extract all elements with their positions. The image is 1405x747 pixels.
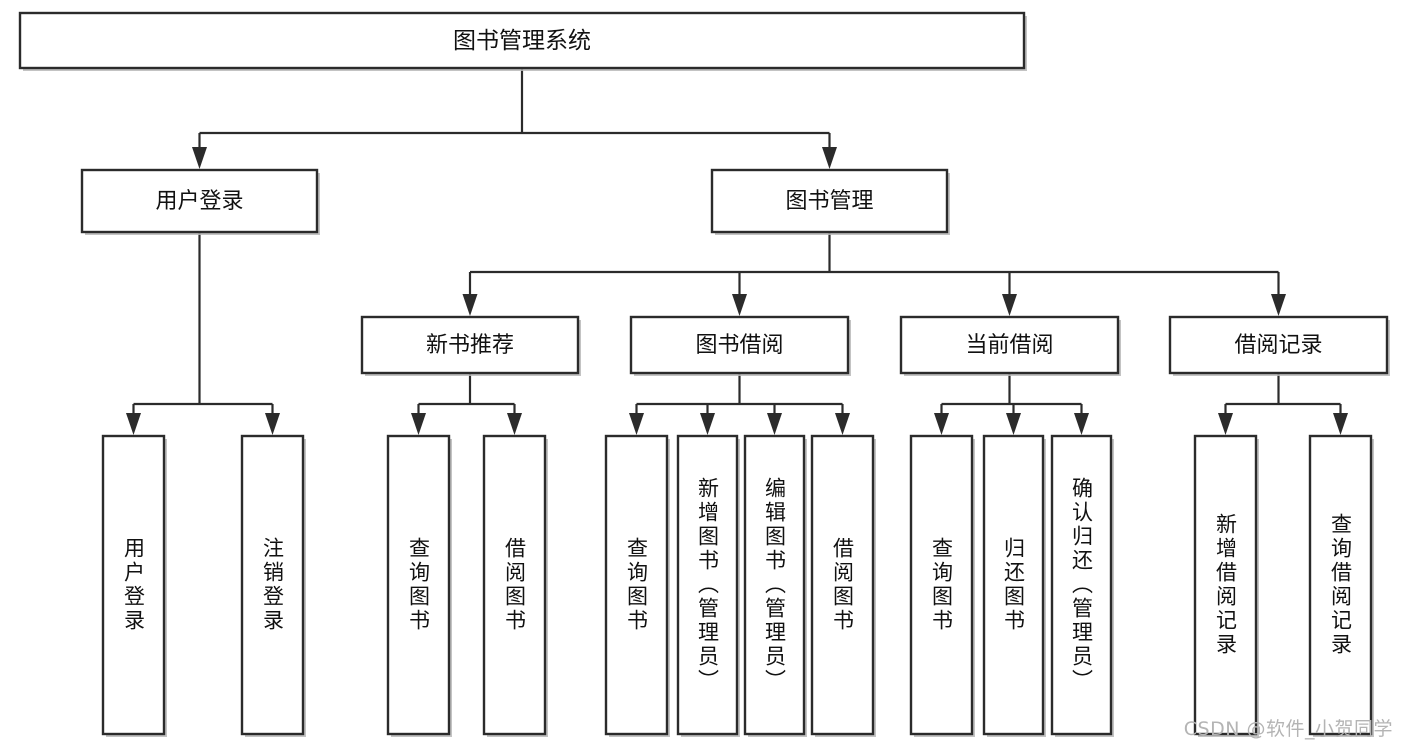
connector-group-current-borrow xyxy=(934,373,1089,435)
node-label-book-borrow: 图书借阅 xyxy=(695,333,783,358)
connector-group-borrow-record xyxy=(1218,373,1348,435)
node-leaf-query-book-current[interactable] xyxy=(909,434,975,737)
node-leaf-borrow-book-rec[interactable] xyxy=(482,434,548,737)
node-leaf-query-book-rec[interactable] xyxy=(386,434,452,737)
node-root[interactable] xyxy=(18,11,1027,71)
connector-group-new-book-recommend xyxy=(411,373,522,435)
node-leaf-logout[interactable] xyxy=(240,434,306,737)
node-leaf-query-borrow-record[interactable] xyxy=(1308,434,1374,737)
node-leaf-return-book[interactable] xyxy=(982,434,1046,737)
node-leaf-borrow-book[interactable] xyxy=(810,434,876,737)
connector-group-book-borrow xyxy=(629,373,850,435)
node-leaf-edit-book[interactable] xyxy=(743,434,807,737)
connector-layer xyxy=(126,68,1348,435)
node-user-login[interactable] xyxy=(80,168,320,235)
node-leaf-add-borrow-record[interactable] xyxy=(1193,434,1259,737)
node-leaf-confirm-return[interactable] xyxy=(1050,434,1114,737)
node-leaf-query-book-borrow[interactable] xyxy=(604,434,670,737)
node-leaf-add-book[interactable] xyxy=(676,434,740,737)
node-label-new-book-recommend: 新书推荐 xyxy=(426,333,514,358)
node-label-borrow-record: 借阅记录 xyxy=(1234,333,1322,358)
node-label-root: 图书管理系统 xyxy=(453,28,591,54)
node-book-borrow[interactable] xyxy=(629,315,851,376)
node-leaf-user-login[interactable] xyxy=(101,434,167,737)
watermark-text: CSDN @软件_小贺同学 xyxy=(1183,718,1393,740)
node-new-book-recommend[interactable] xyxy=(360,315,581,376)
connector-group-user-login xyxy=(126,232,280,435)
node-current-borrow[interactable] xyxy=(899,315,1121,376)
connector-group-root xyxy=(192,68,837,169)
connector-group-book-management xyxy=(462,232,1286,316)
node-box-layer xyxy=(18,11,1390,737)
node-borrow-record[interactable] xyxy=(1168,315,1390,376)
node-book-management[interactable] xyxy=(710,168,950,235)
node-label-book-management: 图书管理 xyxy=(785,189,873,214)
node-label-user-login: 用户登录 xyxy=(155,189,243,214)
node-label-current-borrow: 当前借阅 xyxy=(965,333,1053,358)
